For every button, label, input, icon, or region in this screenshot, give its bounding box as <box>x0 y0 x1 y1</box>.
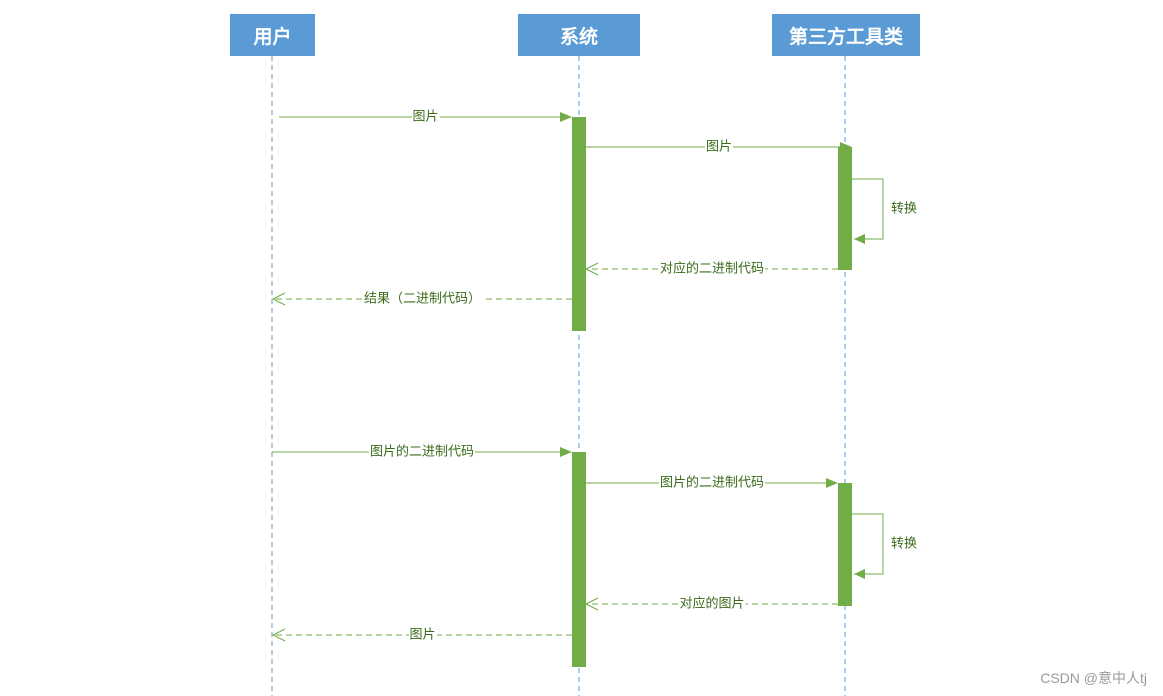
self-message-line <box>852 178 884 240</box>
arrow-head <box>560 447 572 457</box>
message-label: 图片的二进制代码 <box>658 475 766 491</box>
arrow-head <box>840 142 852 152</box>
message-label: 转换 <box>891 536 918 552</box>
message-label: 对应的二进制代码 <box>658 261 766 277</box>
arrow-head <box>854 569 865 579</box>
open-arrow-head <box>584 597 599 611</box>
arrow-head <box>826 478 838 488</box>
message-label: 图片的二进制代码 <box>368 444 476 460</box>
actor-user: 用户 <box>230 14 315 56</box>
message-label: 转换 <box>891 201 918 217</box>
actor-tool: 第三方工具类 <box>772 14 920 56</box>
self-message-line <box>852 513 884 575</box>
open-arrow-head <box>584 262 599 276</box>
message-label: 图片 <box>704 139 734 155</box>
activation-bar-system <box>572 117 586 331</box>
arrow-head <box>560 112 572 122</box>
activation-bar-system <box>572 452 586 667</box>
message-label: 对应的图片 <box>678 596 746 612</box>
actor-system: 系统 <box>518 14 640 56</box>
activation-bar-tool <box>838 483 852 606</box>
arrow-head <box>854 234 865 244</box>
watermark: CSDN @意中人tj <box>1040 670 1147 686</box>
message-label: 结果（二进制代码） <box>362 291 483 307</box>
open-arrow-head <box>271 292 286 306</box>
message-label: 图片 <box>411 109 440 125</box>
activation-bar-tool <box>838 147 852 270</box>
open-arrow-head <box>271 628 286 642</box>
message-label: 图片 <box>408 627 437 643</box>
